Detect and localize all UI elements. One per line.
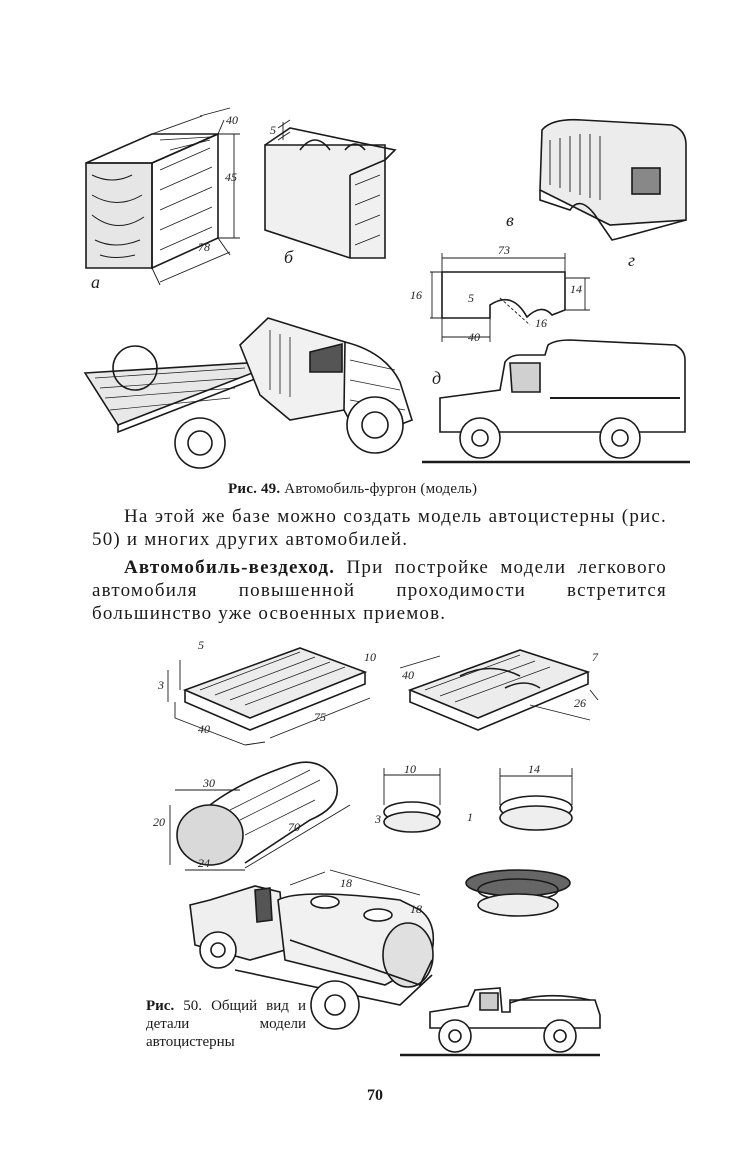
dim-profile-16: 16 xyxy=(410,288,422,302)
dim-cut-26: 26 xyxy=(574,696,586,710)
dim-profile-73: 73 xyxy=(498,243,510,257)
tank-drawing xyxy=(169,761,351,871)
dim-board-40: 40 xyxy=(198,722,210,736)
dim-truck-18a: 18 xyxy=(340,876,352,890)
board-drawing xyxy=(167,647,371,746)
block-a-drawing xyxy=(85,107,240,286)
figure-49-number: Рис. 49. xyxy=(228,481,281,497)
dim-profile-16b: 16 xyxy=(535,316,547,330)
dim-tank-24: 24 xyxy=(198,856,210,870)
figure-label-g: г xyxy=(628,250,636,270)
dim-board-5: 5 xyxy=(198,638,204,652)
paragraph-allterrain: Автомобиль-вездеход. При постройке модел… xyxy=(92,556,667,625)
dim-tank-30: 30 xyxy=(203,776,215,790)
figure-50-caption: Рис. 50. Общий вид и детали модели автоц… xyxy=(146,997,306,1051)
dim-disc1-3: 3 xyxy=(375,812,381,826)
disc-1-drawing xyxy=(383,768,441,833)
paragraph-2-heading: Автомобиль-вездеход. xyxy=(124,557,336,578)
dim-disc2-1: 1 xyxy=(467,810,473,824)
page-number: 70 xyxy=(367,1087,383,1104)
dim-truck-18b: 18 xyxy=(410,902,422,916)
dim-board-3: 3 xyxy=(158,678,164,692)
figure-label-a: а xyxy=(91,272,100,292)
profile-drawing xyxy=(430,253,590,342)
dim-cut-5: 5 xyxy=(270,123,276,137)
dim-profile-40: 40 xyxy=(468,330,480,344)
paragraph-1-text: На этой же базе можно создать модель авт… xyxy=(92,506,667,550)
dim-cut-40: 40 xyxy=(402,668,414,682)
dim-tank-20: 20 xyxy=(153,815,165,829)
disc-assembled-drawing xyxy=(465,869,571,917)
disc-2-drawing xyxy=(499,768,573,831)
dim-disc2-14: 14 xyxy=(528,762,540,776)
figure-50-title: 50. Общий вид и детали модели автоцистер… xyxy=(146,998,306,1050)
dim-profile-14: 14 xyxy=(570,282,582,296)
dim-tank-70: 70 xyxy=(288,820,300,834)
figure-49-caption: Рис. 49. Автомобиль-фургон (модель) xyxy=(228,481,477,498)
paragraph-autocistern: На этой же базе можно создать модель авт… xyxy=(92,505,667,551)
dim-block-40: 40 xyxy=(226,113,238,127)
figure-50-number: Рис. xyxy=(146,998,175,1014)
dim-board-10: 10 xyxy=(364,650,376,664)
dim-block-45: 45 xyxy=(225,170,237,184)
figure-49-drawing xyxy=(83,107,690,469)
figure-label-b: б xyxy=(284,247,294,267)
van-body-drawing xyxy=(539,118,687,241)
dim-cut-7: 7 xyxy=(592,650,598,664)
dim-board-75: 75 xyxy=(314,710,326,724)
truck-large-drawing xyxy=(83,317,413,469)
figure-49-title: Автомобиль-фургон (модель) xyxy=(284,481,478,497)
tanker-truck-large-drawing xyxy=(189,869,435,1030)
board-cut-drawing xyxy=(399,649,599,731)
dim-block-78: 78 xyxy=(198,240,210,254)
figure-label-d: д xyxy=(432,368,442,388)
figure-label-v: в xyxy=(506,210,514,230)
truck-side-drawing xyxy=(422,339,690,464)
dim-disc1-10: 10 xyxy=(404,762,416,776)
block-b-drawing xyxy=(264,119,397,259)
dim-profile-5: 5 xyxy=(468,291,474,305)
tanker-truck-side-drawing xyxy=(400,987,601,1057)
paragraph-2-text: При постройке модели легкового автомобил… xyxy=(92,557,668,624)
